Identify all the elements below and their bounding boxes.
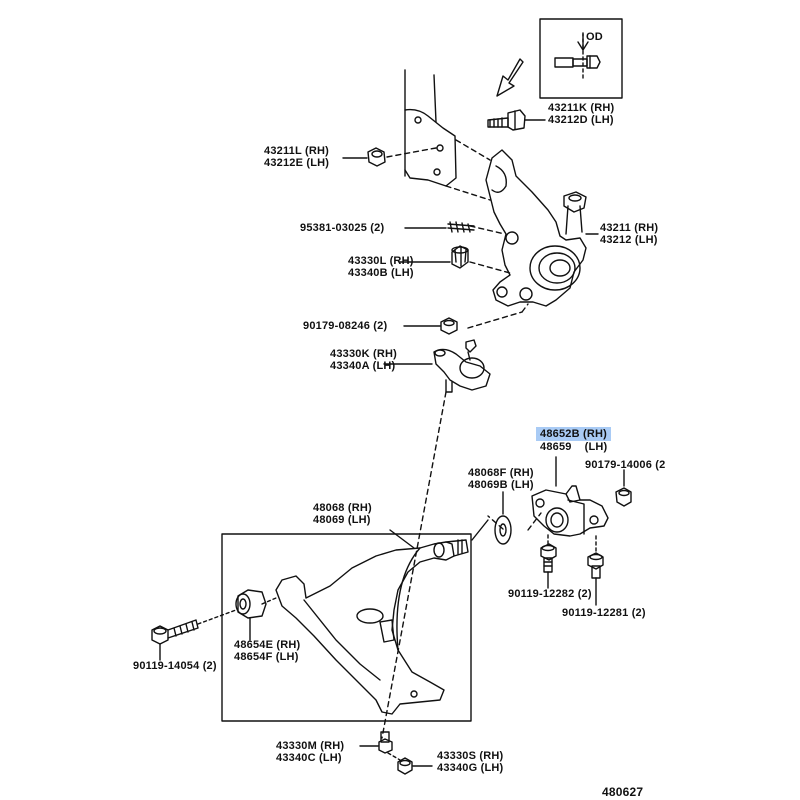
part-label-90119-14054: 90119-14054 (2) [133,660,217,672]
bolt-90119-12281 [587,535,604,606]
upper-bolt-43211k [487,109,546,131]
inset-bolt-icon [554,32,601,79]
part-label-43340b: 43340B (LH) [348,267,414,279]
part-label-43330l: 43330L (RH) [348,255,414,267]
part-label-48068: 48068 (RH) [313,502,372,514]
direction-arrow-icon [496,58,524,97]
part-label-48652b-highlight: 48652B (RH) [536,427,612,441]
nut-43330s [387,752,433,775]
part-label-95381: 95381-03025 (2) [300,222,385,234]
bushing-48654e [235,589,277,641]
part-label-48068f: 48068F (RH) [468,467,534,479]
part-label-48659: 48659 (LH) [540,441,608,453]
part-label-48654f: 48654F (LH) [234,651,299,663]
nut-43211l [342,147,386,167]
part-label-90119-12282: 90119-12282 (2) [508,588,592,600]
nut-90179-08246 [403,317,458,335]
lower-control-arm [275,519,489,715]
part-label-48069: 48069 (LH) [313,514,371,526]
castle-nut-43330l [399,245,469,269]
lower-arm-box [221,533,472,722]
part-label-43340c: 43340C (LH) [276,752,342,764]
steering-knuckle [485,149,599,307]
nut-90179-14006 [615,469,632,507]
part-label-43212d: 43212D (LH) [548,114,614,126]
part-label-48652b[interactable]: 48652B (RH) [536,427,612,441]
washer-48068f [494,491,512,545]
strut-outline [404,69,457,187]
part-label-43340g: 43340G (LH) [437,762,504,774]
bolt-90119-12282 [540,534,557,589]
inset-label: OD [586,31,603,43]
part-label-43330k: 43330K (RH) [330,348,398,360]
bushing-48652b [531,456,609,537]
part-label-43212e: 43212E (LH) [264,157,330,169]
part-label-43211: 43211 (RH) [600,222,659,234]
part-label-43330m: 43330M (RH) [276,740,345,752]
part-label-48069b: 48069B (LH) [468,479,534,491]
part-label-90179-14006: 90179-14006 (2 [585,459,666,471]
part-label-90179-08246: 90179-08246 (2) [303,320,388,332]
figure-number: 480627 [602,785,644,799]
part-label-43340a: 43340A (LH) [330,360,396,372]
bolt-43330m [359,731,393,754]
part-label-90119-12281: 90119-12281 (2) [562,607,646,619]
part-label-43211l: 43211L (RH) [264,145,329,157]
bolt-90119-14054 [151,609,237,661]
inset-box [539,18,623,99]
part-label-48654e: 48654E (RH) [234,639,301,651]
part-label-43330s: 43330S (RH) [437,750,504,762]
part-label-43211k: 43211K (RH) [548,102,615,114]
part-label-43212: 43212 (LH) [600,234,658,246]
ball-joint-43330k [383,339,491,393]
cotter-pin [404,221,475,233]
